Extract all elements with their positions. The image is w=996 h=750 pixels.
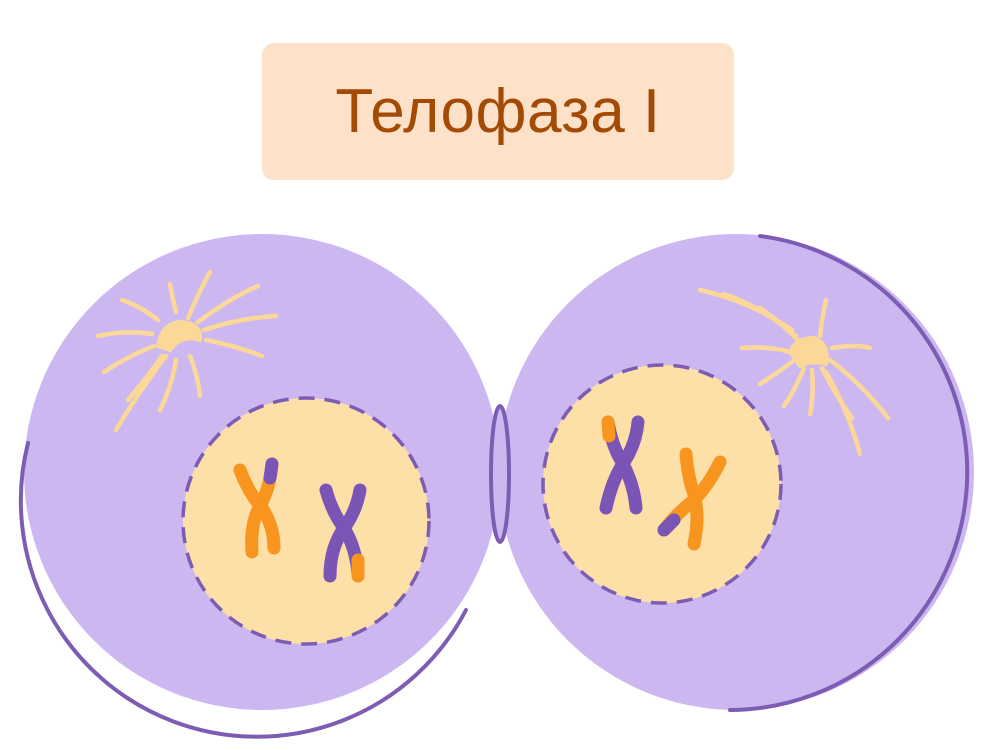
diagram-title: Телофаза I bbox=[335, 77, 661, 146]
chromosome-purple-left bbox=[319, 483, 367, 583]
chromosome-orange-left bbox=[233, 457, 281, 559]
chromosome-orange-right bbox=[657, 447, 727, 551]
left-centrosome-body bbox=[156, 320, 203, 352]
cleavage-furrow bbox=[489, 404, 511, 544]
chromosome-purple-right bbox=[599, 415, 645, 515]
right-cell-membrane-arc bbox=[728, 234, 970, 712]
left-cell-membrane-arc bbox=[18, 441, 468, 739]
title-label-box: Телофаза I bbox=[262, 43, 734, 180]
left-nucleus bbox=[181, 396, 431, 646]
right-centrosome bbox=[697, 287, 891, 457]
left-centrosome bbox=[95, 269, 279, 433]
right-nucleus bbox=[541, 363, 783, 605]
right-centrosome-body bbox=[788, 336, 829, 368]
